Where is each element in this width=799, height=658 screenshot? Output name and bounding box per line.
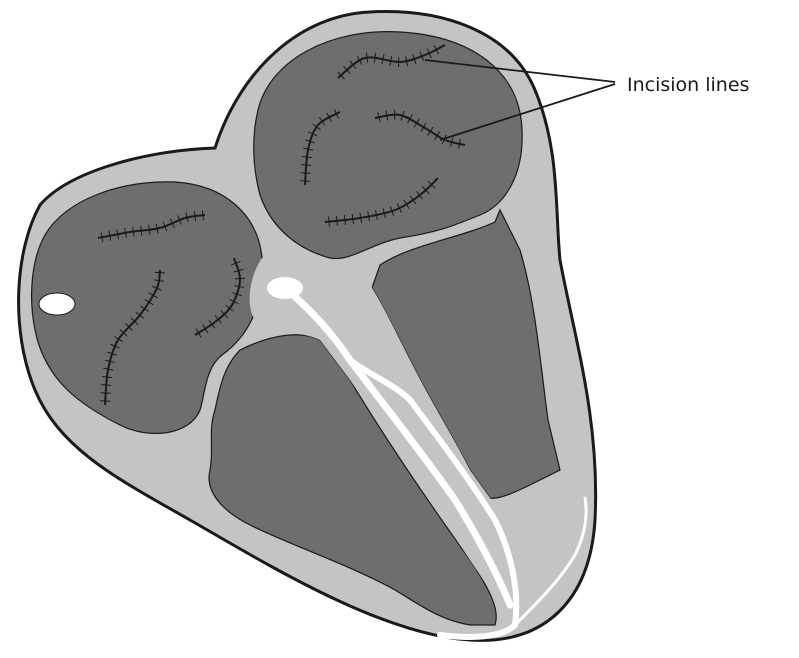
suture-tick bbox=[300, 181, 310, 182]
incision-lines-label: Incision lines bbox=[627, 74, 749, 96]
sinus-node-spot bbox=[39, 293, 75, 315]
suture-tick bbox=[101, 393, 111, 394]
suture-tick bbox=[100, 401, 110, 402]
suture-tick bbox=[301, 173, 311, 174]
suture-tick bbox=[235, 278, 245, 279]
av-node-spot bbox=[267, 277, 303, 299]
